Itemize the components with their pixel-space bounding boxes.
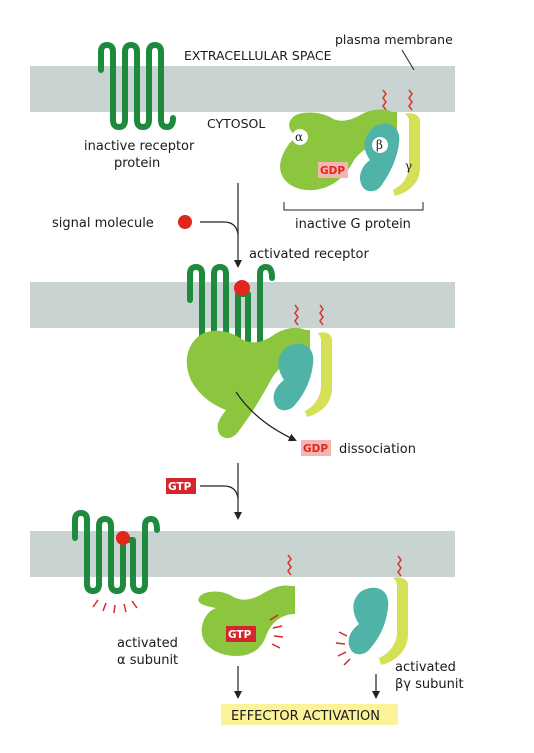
- lipid-anchor-3a: [287, 554, 292, 576]
- effector-activation-banner: [221, 704, 398, 725]
- inactive-receptor-1: [98, 42, 176, 130]
- inactive-g-protein: α β γ GDP: [280, 89, 420, 196]
- activation-rays-beta-gamma: [335, 631, 351, 666]
- beta-subunit-2: [273, 343, 314, 411]
- lipid-anchor-2a: [294, 304, 299, 326]
- plasma-membrane-leader-line: [401, 49, 415, 71]
- alpha-subunit-2: [186, 327, 310, 439]
- label-activated-alpha-line2: α subunit: [117, 653, 178, 668]
- activated-beta-gamma-subunit: [335, 555, 408, 666]
- label-effector-activation: EFFECTOR ACTIVATION: [231, 709, 380, 724]
- beta-symbol-circle-1: [372, 137, 388, 153]
- activation-rays-alpha: [269, 614, 284, 649]
- gamma-symbol-1: γ: [405, 159, 412, 173]
- label-inactive-receptor-line2: protein: [114, 156, 160, 171]
- membrane-3: [30, 531, 455, 577]
- gdp-tag-2: [301, 440, 331, 456]
- label-plasma-membrane: plasma membrane: [335, 32, 453, 47]
- lipid-anchor-3b: [397, 555, 402, 577]
- label-inactive-g-protein: inactive G protein: [295, 217, 411, 232]
- gamma-subunit-1: [393, 113, 420, 196]
- gdp-label-1: GDP: [320, 165, 345, 177]
- beta-subunit-1: [359, 123, 400, 192]
- gtp-label-1: GTP: [168, 481, 192, 493]
- membrane-1: [30, 66, 455, 112]
- activated-receptor-3: [72, 510, 160, 594]
- alpha-symbol-circle-1: [292, 129, 308, 145]
- gtp-tag-2: [226, 626, 256, 642]
- gdp-label-2: GDP: [303, 443, 328, 455]
- signal-molecule-bound-3: [116, 531, 130, 545]
- arrow-gtp-input: [200, 485, 239, 499]
- label-activated-alpha-line1: activated: [117, 636, 178, 651]
- activation-rays-receptor: [92, 599, 138, 614]
- gtp-tag-1: [166, 478, 196, 494]
- arrow-gdp-dissociation: [235, 391, 297, 442]
- gdp-tag-1: [318, 162, 348, 178]
- label-activated-bg-line2: βγ subunit: [395, 677, 464, 692]
- gtp-label-2: GTP: [228, 629, 252, 641]
- beta-symbol-1: β: [376, 138, 383, 152]
- beta-subunit-3: [348, 587, 389, 655]
- label-cytosol: CYTOSOL: [207, 116, 265, 131]
- label-signal-molecule: signal molecule: [52, 216, 154, 231]
- signal-molecule-1: [178, 215, 192, 229]
- activated-alpha-subunit: GTP: [198, 554, 295, 656]
- label-activated-bg-line1: activated: [395, 660, 456, 675]
- label-dissociation: dissociation: [339, 442, 416, 457]
- gamma-subunit-3: [379, 577, 408, 665]
- alpha-subunit-1: [280, 109, 397, 191]
- alpha-symbol-1: α: [295, 130, 303, 144]
- label-activated-receptor: activated receptor: [249, 247, 369, 262]
- alpha-subunit-3: [198, 585, 295, 656]
- lipid-anchor-2b: [319, 304, 324, 326]
- inactive-g-protein-bracket: [283, 202, 424, 211]
- lipid-anchor-1b: [408, 89, 413, 111]
- gamma-subunit-2: [305, 332, 332, 417]
- g-protein-panel-2: [186, 304, 332, 439]
- lipid-anchor-1a: [382, 89, 387, 111]
- signal-molecule-bound-2: [234, 280, 250, 296]
- label-inactive-receptor-line1: inactive receptor: [84, 139, 195, 154]
- arrow-signal-input: [200, 221, 239, 235]
- label-extracellular-space: EXTRACELLULAR SPACE: [184, 48, 332, 63]
